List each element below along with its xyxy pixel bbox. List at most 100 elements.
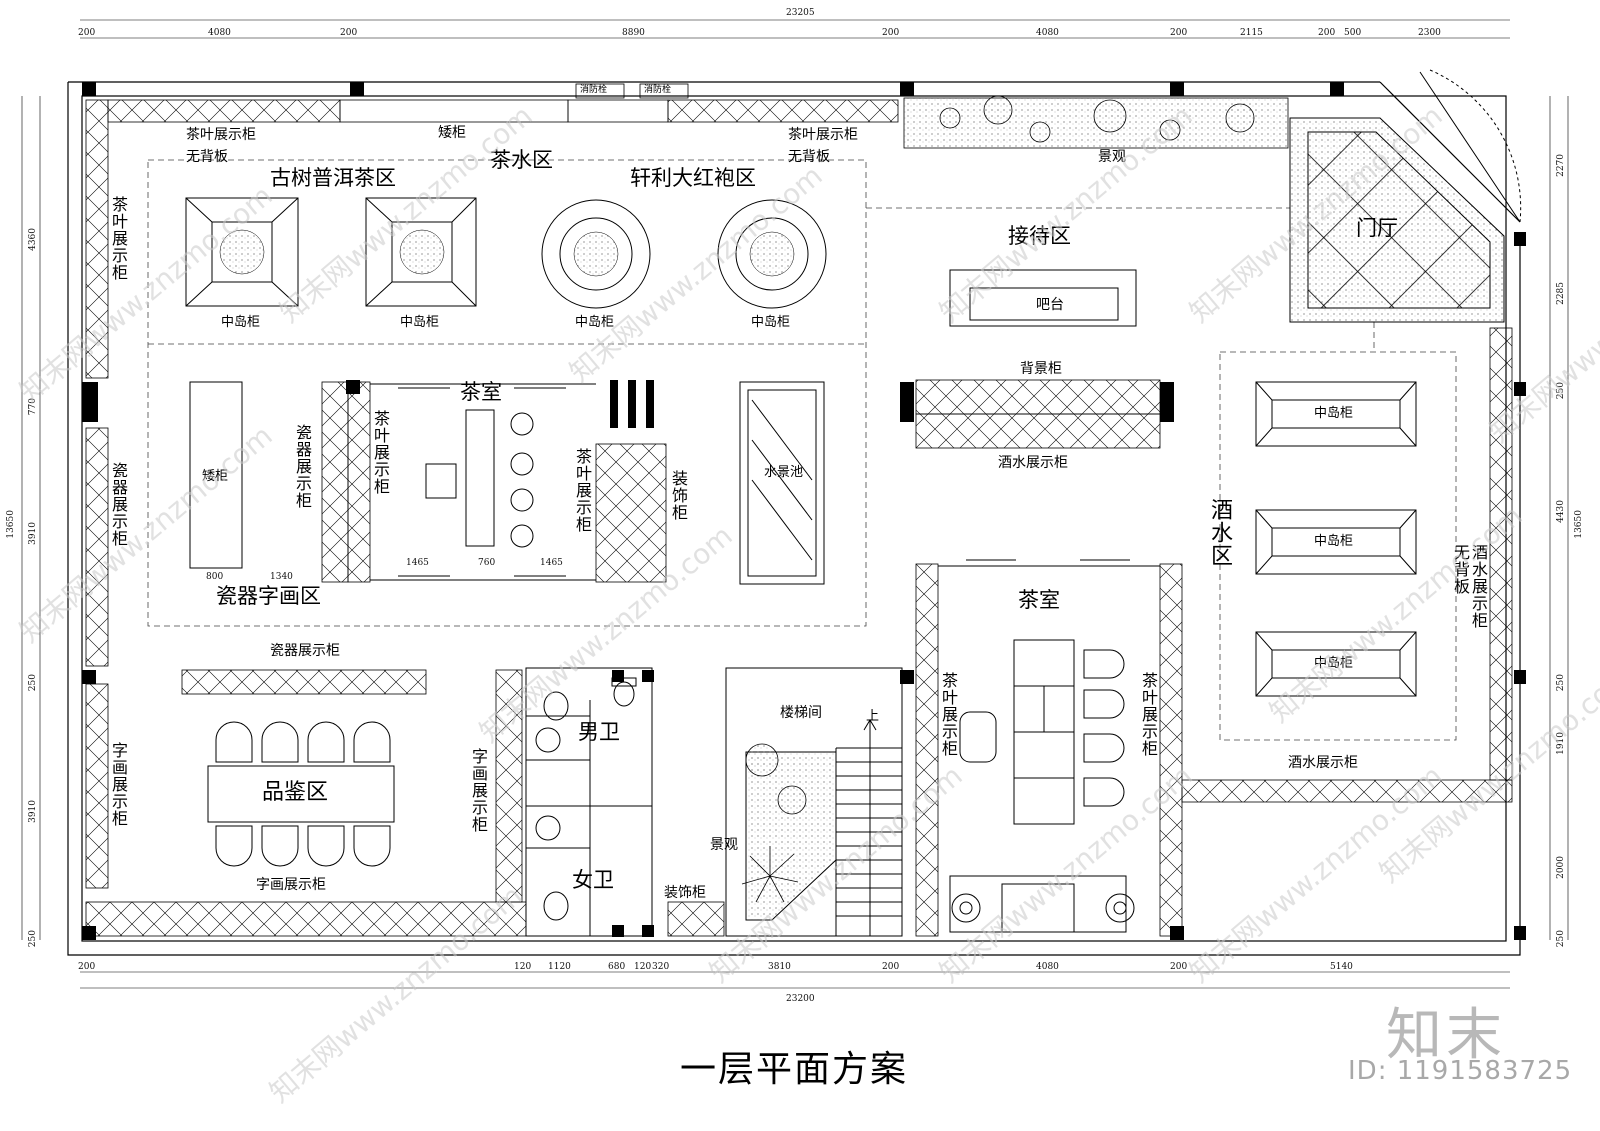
label-wine-island-2: 中岛柜	[1314, 534, 1354, 549]
dim-bottom-seg-5: 320	[652, 962, 670, 972]
label-noback-left: 无背板	[186, 149, 228, 165]
dim-top-seg-9: 500	[1344, 28, 1362, 38]
zone-tasting: 品鉴区	[262, 780, 329, 805]
dim-right-seg-4: 250	[1556, 674, 1566, 692]
zone-gushu-puer: 古树普洱茶区	[270, 166, 396, 190]
vlabel-tearoom2-tea-right: 茶叶展示柜	[1139, 672, 1158, 757]
dim-bottom-total: 23200	[786, 994, 815, 1004]
dim-left-seg-3: 250	[28, 674, 38, 692]
label-low-cabinet-mid: 矮柜	[202, 469, 229, 484]
vlabel-left-tea-cabinet: 茶叶展示柜	[109, 196, 128, 281]
porcelain-furniture	[189, 381, 825, 585]
zone-wine: 酒水区	[1207, 498, 1232, 567]
dim-left-seg-0: 4360	[28, 228, 38, 251]
label-stair-up: 上	[866, 709, 880, 724]
label-noback-right: 无背板	[788, 149, 830, 165]
zone-tea-room-1: 茶室	[460, 380, 502, 404]
vlabel-left-porcelain-cabinet: 瓷器展示柜	[109, 462, 128, 547]
vlabel-wine-noback: 无背板	[1451, 544, 1470, 595]
zone-boundaries	[147, 159, 1457, 741]
label-low-cabinet-top: 矮柜	[438, 125, 466, 141]
vlabel-wine-display-right: 酒水展示柜	[1469, 544, 1488, 629]
vlabel-tearoom2-tea-left: 茶叶展示柜	[939, 672, 958, 757]
dim-room-2: 1340	[270, 572, 293, 582]
zone-tea-room-2: 茶室	[1018, 588, 1060, 612]
label-landscape-stair: 景观	[710, 837, 738, 853]
zone-porcelain-calligraphy: 瓷器字画区	[216, 584, 321, 608]
dim-room-3: 1465	[406, 558, 429, 568]
drawing-title: 一层平面方案	[680, 1049, 909, 1090]
vlabel-tearoom1-tea-right: 茶叶展示柜	[573, 448, 592, 533]
display-cabinets	[85, 99, 1513, 937]
label-wine-island-1: 中岛柜	[1314, 406, 1354, 421]
dim-top-seg-10: 2300	[1418, 28, 1441, 38]
vlabel-tearoom1-tea-left: 茶叶展示柜	[371, 410, 390, 495]
label-landscape-top: 景观	[1098, 149, 1126, 165]
dim-top-seg-6: 200	[1170, 28, 1188, 38]
dim-bottom-seg-1: 120	[514, 962, 532, 972]
dim-bottom-seg-0: 200	[78, 962, 96, 972]
zone-tea-water: 茶水区	[490, 148, 553, 172]
stair-landscape	[741, 743, 807, 903]
dim-bottom-seg-4: 120	[634, 962, 652, 972]
dim-bottom-seg-8: 4080	[1036, 962, 1059, 972]
dim-top-total: 23205	[786, 8, 815, 18]
vlabel-mid-porcelain-cabinet: 瓷器展示柜	[293, 424, 312, 509]
dim-right-seg-6: 2000	[1556, 856, 1566, 879]
tasting-table	[207, 721, 395, 867]
label-bar: 吧台	[1036, 297, 1064, 313]
dim-bottom-seg-6: 3810	[768, 962, 791, 972]
label-island-1: 中岛柜	[221, 315, 261, 330]
dim-top-seg-4: 200	[882, 28, 900, 38]
zone-reception: 接待区	[1008, 224, 1071, 248]
label-deco-cabinet: 装饰柜	[664, 885, 706, 901]
dim-top-seg-0: 200	[78, 28, 96, 38]
label-island-4: 中岛柜	[751, 315, 791, 330]
dim-top-seg-8: 200	[1318, 28, 1336, 38]
dimension-lines	[21, 19, 1569, 989]
label-island-2: 中岛柜	[400, 315, 440, 330]
zone-women-restroom: 女卫	[572, 868, 614, 892]
tea-room-1	[370, 383, 596, 581]
entrance-hall	[1289, 69, 1522, 323]
dim-right-seg-0: 2270	[1556, 154, 1566, 177]
dim-room-4: 760	[478, 558, 496, 568]
vlabel-deco-cabinet: 装饰柜	[669, 470, 688, 521]
label-stairwell: 楼梯间	[780, 705, 822, 721]
dim-right-total: 13650	[1574, 510, 1584, 539]
wine-islands	[1255, 381, 1417, 697]
label-wine-island-3: 中岛柜	[1314, 656, 1354, 671]
dim-bottom-seg-3: 680	[608, 962, 626, 972]
dim-right-seg-7: 250	[1556, 930, 1566, 948]
tea-room-2	[938, 559, 1160, 933]
dim-bottom-seg-9: 200	[1170, 962, 1188, 972]
fire-hydrants	[575, 83, 689, 99]
dim-top-seg-2: 200	[340, 28, 358, 38]
label-porcelain-display-top: 瓷器展示柜	[270, 643, 340, 659]
vlabel-calligraphy-mid: 字画展示柜	[469, 748, 488, 833]
dim-bottom-seg-2: 1120	[548, 962, 571, 972]
label-tea-cabinet-right: 茶叶展示柜	[788, 127, 858, 143]
label-fire-hydrant-2: 消防栓	[644, 85, 672, 95]
brand-logo: 知末	[1386, 1003, 1506, 1068]
top-landscape	[903, 95, 1289, 149]
dim-top-seg-3: 8890	[622, 28, 645, 38]
island-plants	[219, 229, 795, 277]
dim-right-seg-1: 2285	[1556, 282, 1566, 305]
dim-room-5: 1465	[540, 558, 563, 568]
dim-right-seg-3: 4430	[1556, 500, 1566, 523]
dim-left-seg-4: 3910	[28, 800, 38, 823]
label-island-3: 中岛柜	[575, 315, 615, 330]
dim-room-1: 800	[206, 572, 224, 582]
label-wine-display-1: 酒水展示柜	[998, 455, 1068, 471]
dim-left-seg-2: 3910	[28, 522, 38, 545]
tea-islands	[185, 197, 827, 309]
dim-bottom-seg-10: 5140	[1330, 962, 1353, 972]
label-calligraphy-display-bottom: 字画展示柜	[256, 877, 326, 893]
zone-entrance: 门厅	[1356, 216, 1398, 240]
dim-top-seg-7: 2115	[1240, 28, 1263, 38]
dim-top-seg-5: 4080	[1036, 28, 1059, 38]
vlabel-left-calligraphy-cabinet: 字画展示柜	[109, 742, 128, 827]
label-background-cabinet: 背景柜	[1020, 361, 1062, 377]
